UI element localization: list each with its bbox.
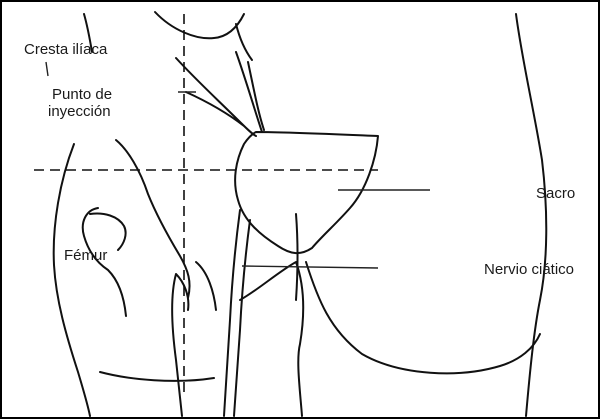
label-femur: Fémur xyxy=(64,247,107,264)
femur-outline xyxy=(83,140,190,416)
label-cresta-iliaca: Cresta ilíaca xyxy=(24,41,108,58)
cresta-pointer xyxy=(46,62,48,76)
femur-shaft xyxy=(196,262,216,310)
sciatic-nerve xyxy=(224,210,250,416)
gluteal-fold xyxy=(100,262,540,416)
nervio-leader xyxy=(242,266,378,268)
iliac-crest-curve xyxy=(155,12,244,38)
label-sacro: Sacro xyxy=(536,185,575,202)
label-nervio-ciatico: Nervio ciático xyxy=(484,261,574,278)
label-punto-de: Punto de xyxy=(52,86,112,103)
nerve-branches xyxy=(176,24,264,136)
gluteal-cleft xyxy=(296,214,298,300)
label-inyeccion: inyección xyxy=(48,103,111,120)
gluteal-region-outline xyxy=(235,132,378,253)
